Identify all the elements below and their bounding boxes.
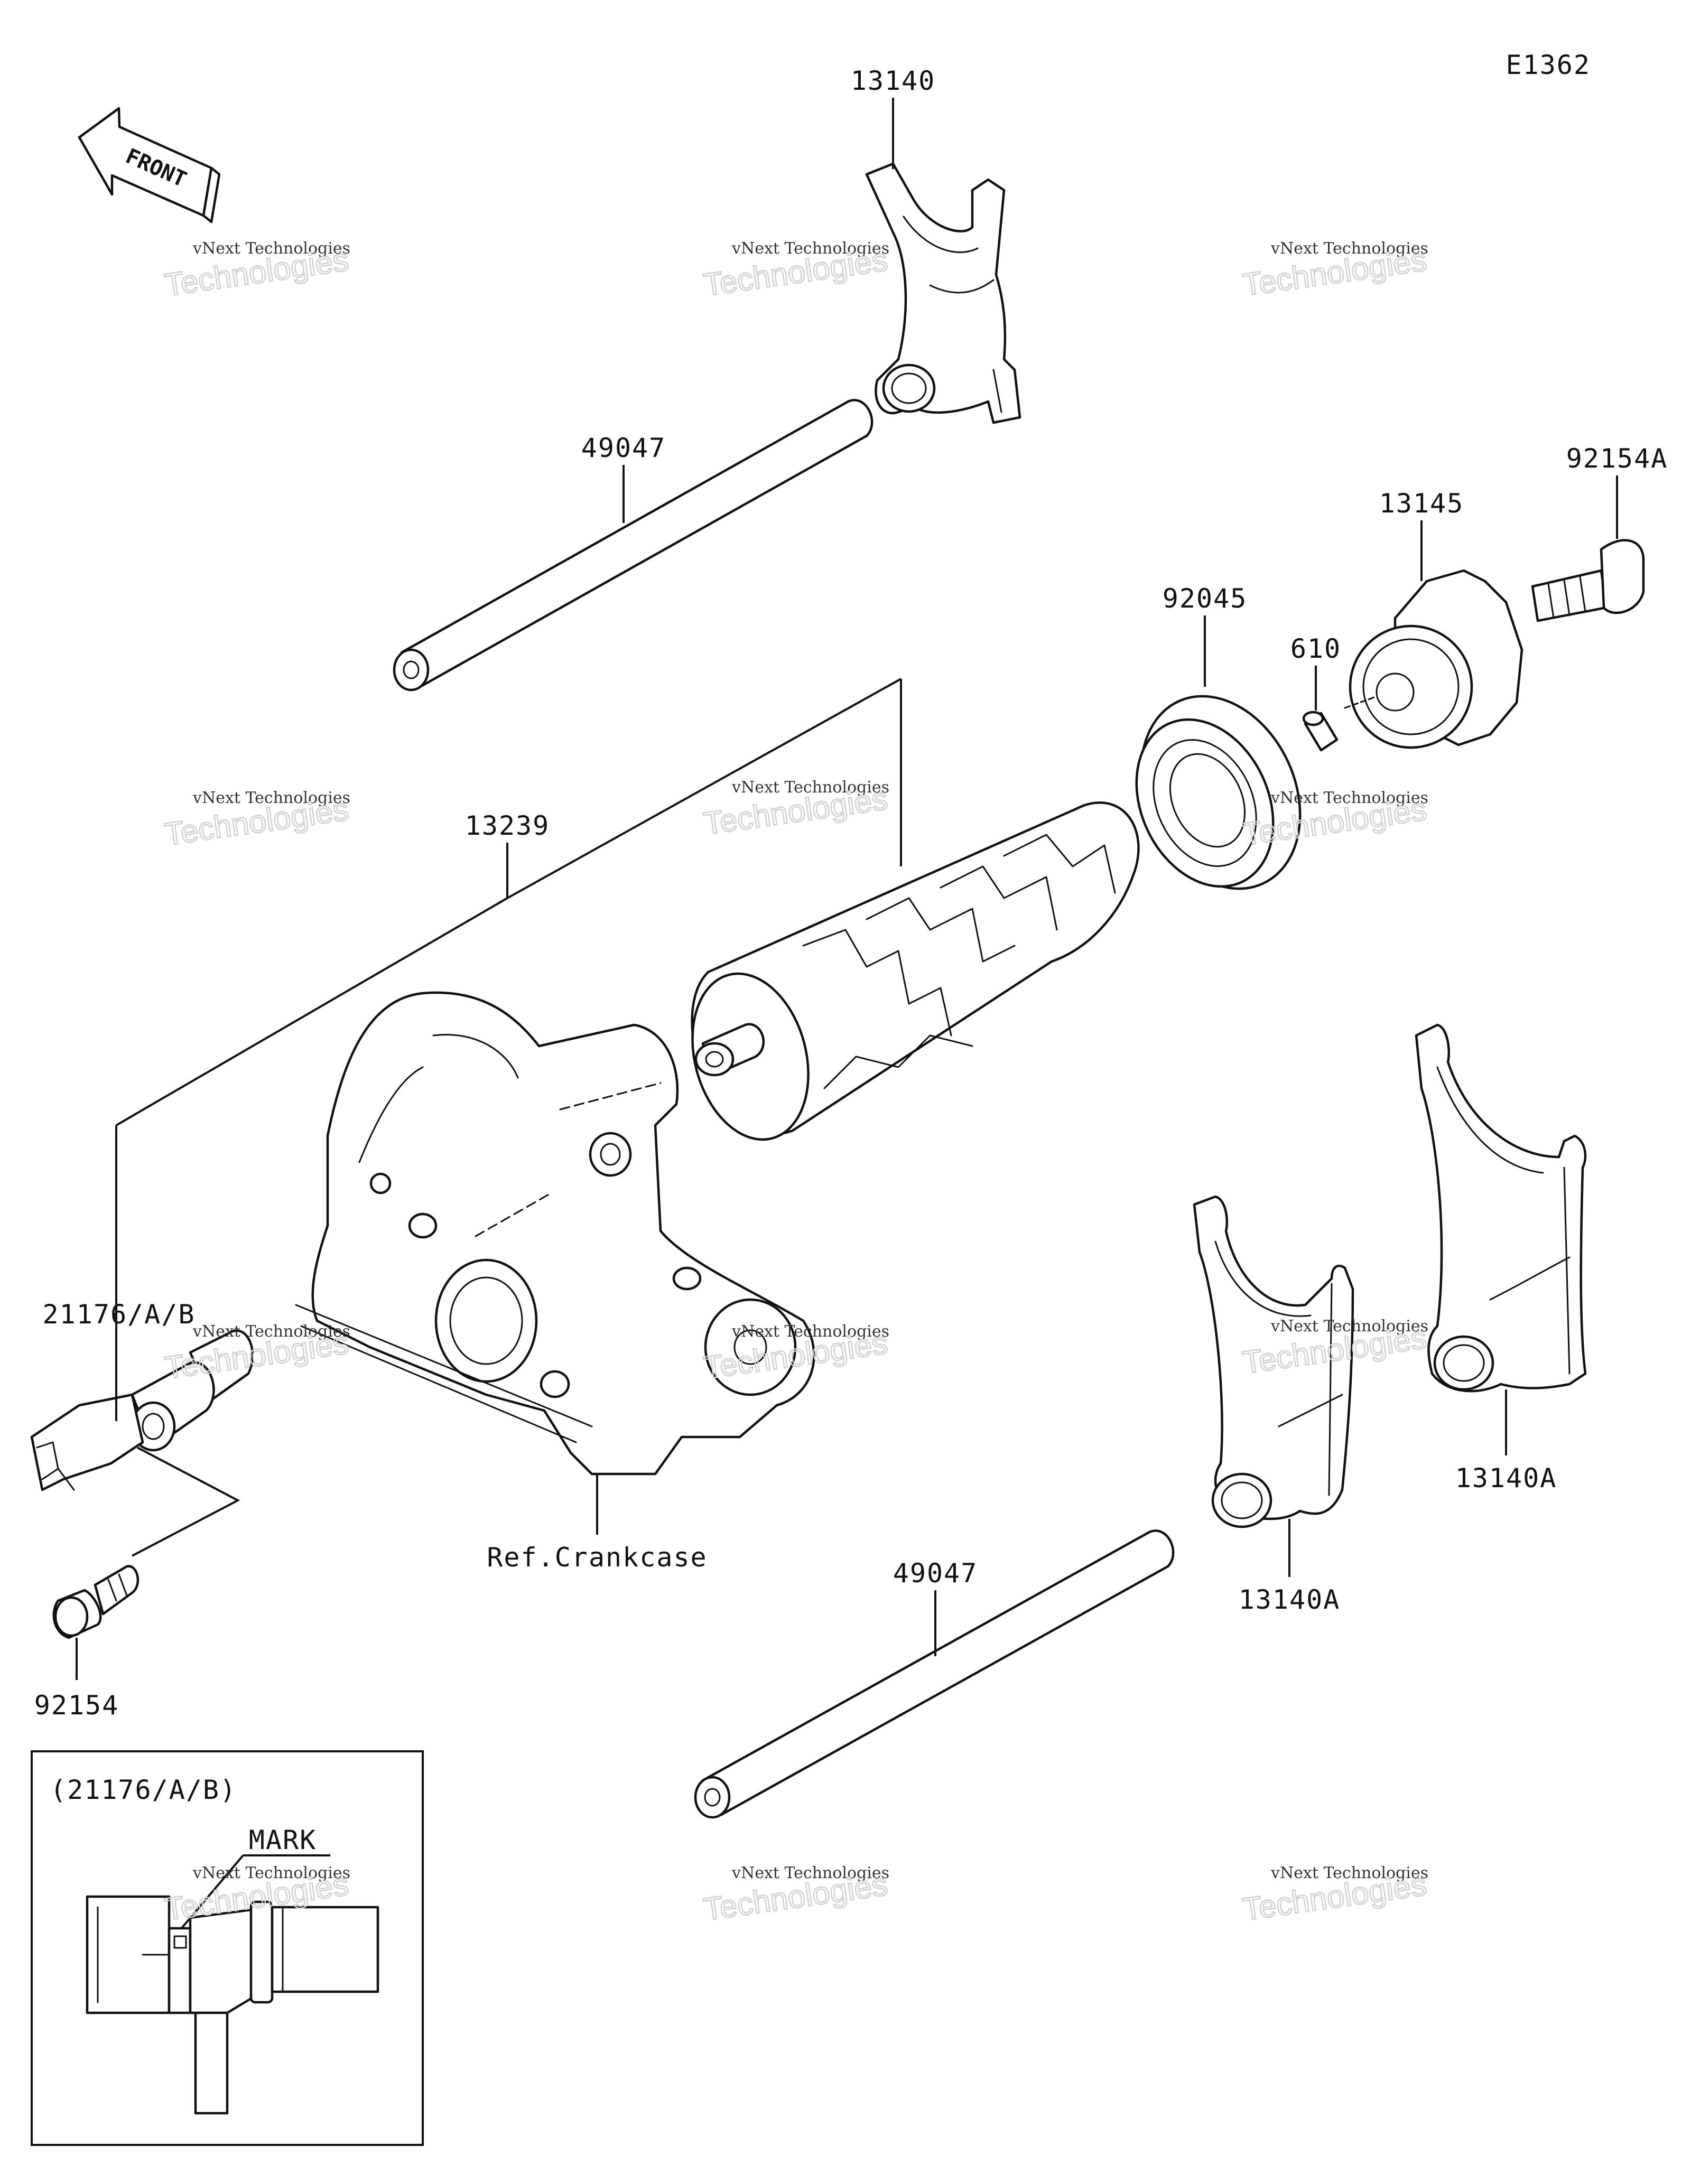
watermark-2: vNext Technologies Technologies [701,239,890,303]
svg-text:vNext Technologies: vNext Technologies [192,239,350,258]
svg-text:vNext Technologies: vNext Technologies [1270,239,1428,258]
inset-title: (21176/A/B) [50,1775,237,1805]
svg-text:vNext Technologies: vNext Technologies [731,1864,889,1882]
inset-mark-leader [176,1854,244,1935]
svg-text:vNext Technologies: vNext Technologies [731,778,889,797]
shift-drum [691,801,1140,1141]
svg-text:vNext Technologies: vNext Technologies [1270,1864,1428,1882]
label-92154: 92154 [34,1690,119,1721]
label-49047-bottom: 49047 [893,1558,978,1589]
ball-bearing [1135,695,1302,890]
watermark-12: vNext Technologies Technologies [1240,1864,1429,1928]
label-13140A-right: 13140A [1455,1463,1557,1494]
shift-fork-middle [1193,1195,1354,1528]
crankcase-reference [295,991,815,1476]
label-49047-top: 49047 [581,433,666,463]
shift-fork-right [1415,1023,1587,1393]
label-13140: 13140 [851,66,936,96]
label-92154A: 92154A [1566,443,1668,474]
svg-text:vNext Technologies: vNext Technologies [731,239,889,258]
svg-text:vNext Technologies: vNext Technologies [1270,1317,1428,1336]
label-92045: 92045 [1163,583,1248,614]
sensor-detail [86,1895,379,2115]
front-arrow-icon: FRONT [78,107,221,223]
svg-text:vNext Technologies: vNext Technologies [731,1322,889,1341]
fork-shaft-bottom [694,1529,1175,1819]
watermark-4: vNext Technologies Technologies [162,789,351,853]
bolt-left [52,1565,140,1639]
label-13145: 13145 [1379,488,1464,519]
inset-box: (21176/A/B) MARK [31,1750,424,2146]
watermark-7: vNext Technologies Technologies [162,1322,351,1386]
svg-text:vNext Technologies: vNext Technologies [192,1322,350,1341]
watermark-3: vNext Technologies Technologies [1240,239,1429,303]
leader-13239-bottom [115,897,508,1126]
watermark-11: vNext Technologies Technologies [701,1864,890,1928]
leader-bolt-sensor [132,1446,240,1557]
svg-text:vNext Technologies: vNext Technologies [192,1864,350,1882]
label-13239: 13239 [465,810,550,841]
watermark-5: vNext Technologies Technologies [701,778,890,842]
label-13140A-middle: 13140A [1239,1584,1341,1615]
shift-fork-top [865,162,1021,424]
shift-sensor [30,1329,254,1491]
diagram-code: E1362 [1506,50,1591,80]
label-crankcase: Ref.Crankcase [487,1542,707,1573]
watermark-1: vNext Technologies Technologies [162,239,351,303]
svg-text:vNext Technologies: vNext Technologies [1270,789,1428,807]
fork-shaft-top [393,399,874,692]
inset-mark-label: MARK [249,1825,317,1855]
label-610: 610 [1290,633,1341,664]
bolt-right [1531,539,1645,622]
dowel-pin [1302,696,1375,752]
drum-stopper [1349,569,1523,749]
svg-text:vNext Technologies: vNext Technologies [192,789,350,807]
label-21176: 21176/A/B [43,1299,196,1330]
leader-13239-top [507,678,902,899]
